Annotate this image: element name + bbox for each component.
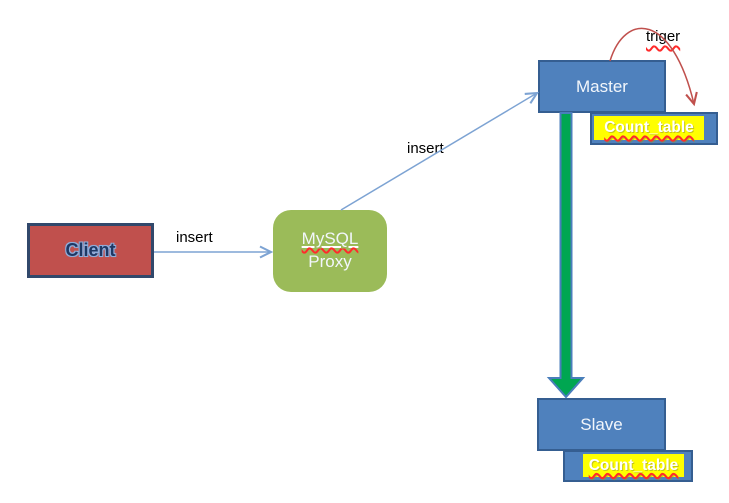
mysql-proxy-node: MySQL Proxy — [273, 210, 387, 292]
master-count-table-highlight: Count_table — [594, 116, 704, 140]
master-to-slave-replication-arrow — [546, 112, 586, 399]
proxy-label-line2: Proxy — [308, 252, 352, 271]
slave-count-table-highlight: Count_table — [583, 454, 684, 477]
trigger-label: triger — [646, 28, 681, 45]
slave-count-table-label: Count_table — [588, 456, 679, 474]
slave-node: Slave — [537, 398, 666, 451]
master-label: Master — [576, 76, 628, 96]
proxy-label-line1-text: MySQL — [301, 229, 359, 249]
proxy-label-line1: MySQL — [302, 228, 359, 251]
client-node: Client — [27, 223, 154, 278]
client-to-proxy-edge-label: insert — [176, 229, 213, 246]
master-node: Master — [538, 60, 666, 113]
client-label: Client — [65, 240, 116, 260]
master-count-table: Count_table — [590, 112, 718, 145]
slave-count-table: Count_table — [563, 450, 693, 482]
master-count-table-label: Count_table — [604, 119, 694, 136]
proxy-to-master-edge-label: insert — [407, 140, 444, 157]
slave-label: Slave — [580, 414, 623, 434]
